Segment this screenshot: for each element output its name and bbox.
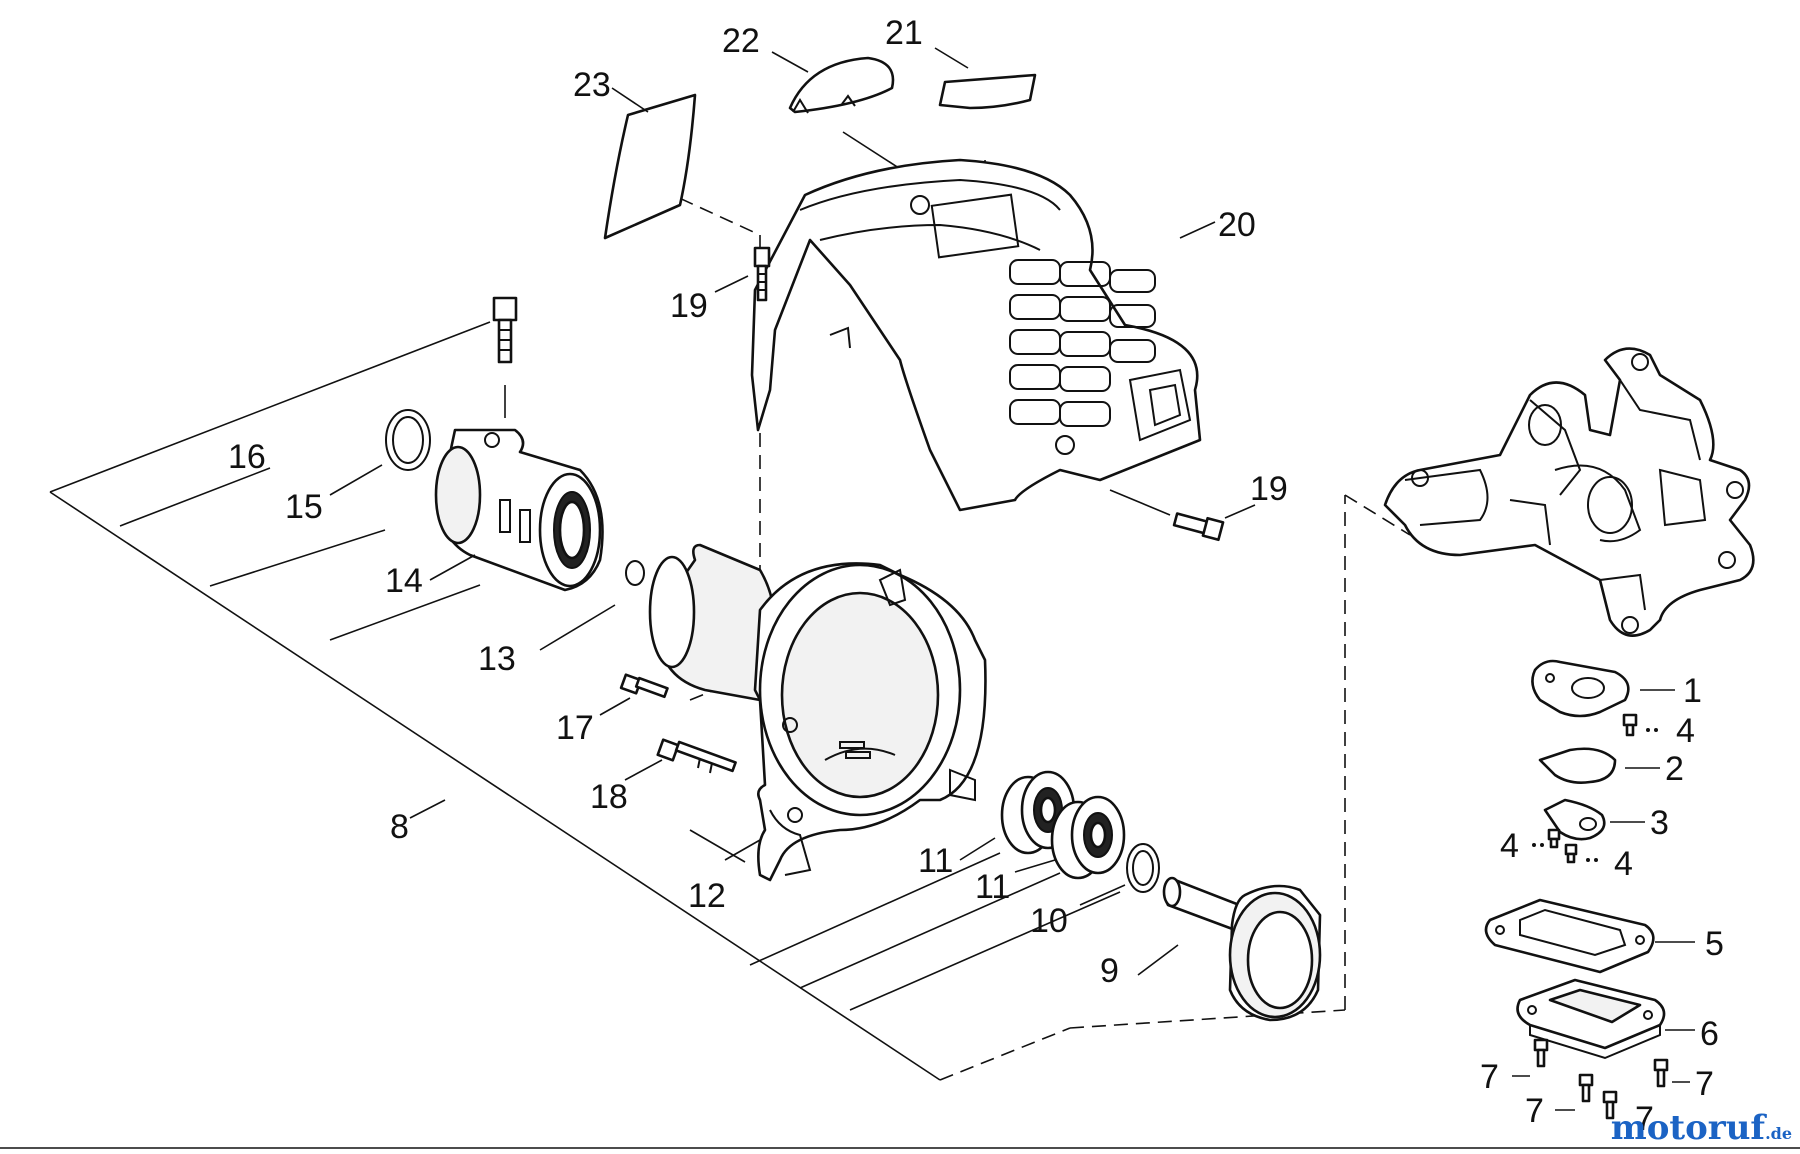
part-4-screws-bc: 4 4 — [1500, 827, 1633, 883]
part-15-circlip: 15 — [285, 409, 431, 526]
callout-1: 1 — [1683, 672, 1702, 710]
callout-23: 23 — [573, 66, 611, 104]
callout-8: 8 — [390, 808, 409, 846]
watermark-suffix: .de — [1765, 1124, 1792, 1143]
callout-3: 3 — [1650, 804, 1669, 842]
assembly-bracket-lines — [49, 321, 1121, 1081]
part-5-gasket: 5 — [1484, 898, 1724, 974]
callout-17: 17 — [556, 709, 594, 747]
callout-13: 13 — [478, 640, 516, 678]
part-6-reed-block: 6 — [1516, 978, 1719, 1060]
callout-21: 21 — [885, 14, 923, 52]
part-3-stopper: 3 — [1543, 798, 1669, 842]
part-12-fan-housing: 12 — [648, 543, 987, 915]
callout-12: 12 — [688, 877, 726, 915]
callout-10: 10 — [1030, 902, 1068, 940]
callout-4-c: 4 — [1614, 845, 1633, 883]
part-19-screw-upper: 19 — [670, 246, 771, 325]
callout-18: 18 — [590, 778, 628, 816]
callout-7-b: 7 — [1525, 1092, 1544, 1130]
part-20-engine-cover: 20 — [750, 158, 1256, 512]
callout-9: 9 — [1100, 952, 1119, 990]
part-4-screw-a: 4 — [1622, 712, 1695, 750]
part-11-bearing-2: 11 — [975, 795, 1126, 906]
callout-7-d: 7 — [1635, 1100, 1654, 1138]
watermark-logo: motoruf.de — [1611, 1108, 1792, 1148]
callout-2: 2 — [1665, 750, 1684, 788]
part-14-clutch-housing: 14 — [385, 428, 604, 600]
callout-15: 15 — [285, 488, 323, 526]
callout-11-second: 11 — [975, 868, 1010, 906]
part-9-clutch-drum: 9 — [1100, 876, 1322, 1022]
callout-20: 20 — [1218, 206, 1256, 244]
part-19-screw-lower: 19 — [1109, 470, 1288, 542]
callout-22: 22 — [722, 22, 760, 60]
callout-7-c: 7 — [1695, 1065, 1714, 1103]
part-23-decal: 23 — [573, 66, 697, 240]
callout-16: 16 — [228, 438, 266, 476]
part-17-screw: 17 — [556, 673, 669, 747]
callout-19-lower: 19 — [1250, 470, 1288, 508]
watermark-text: motoruf — [1610, 1108, 1766, 1148]
part-16-bolt: 16 — [228, 296, 518, 476]
part-10-circlip: 10 — [1030, 843, 1160, 940]
callout-11-first: 11 — [918, 842, 953, 880]
crankcase — [1383, 347, 1755, 637]
part-22-cap: 22 — [722, 22, 903, 171]
callout-19-upper: 19 — [670, 287, 708, 325]
part-13-ring: 13 — [478, 560, 645, 678]
cover-vents — [1009, 259, 1156, 427]
callout-14: 14 — [385, 562, 423, 600]
callout-4-a: 4 — [1676, 712, 1695, 750]
part-1-plate: 1 — [1531, 659, 1702, 718]
callout-4-b: 4 — [1500, 827, 1519, 865]
part-18-bolt: 18 — [590, 738, 737, 816]
part-7-screws: 7 7 7 7 — [1480, 1038, 1714, 1138]
part-21-pad: 21 — [885, 14, 1037, 236]
callout-6: 6 — [1700, 1015, 1719, 1053]
callout-5: 5 — [1705, 925, 1724, 963]
part-2-reed: 2 — [1538, 747, 1684, 788]
callout-7-a: 7 — [1480, 1058, 1499, 1096]
